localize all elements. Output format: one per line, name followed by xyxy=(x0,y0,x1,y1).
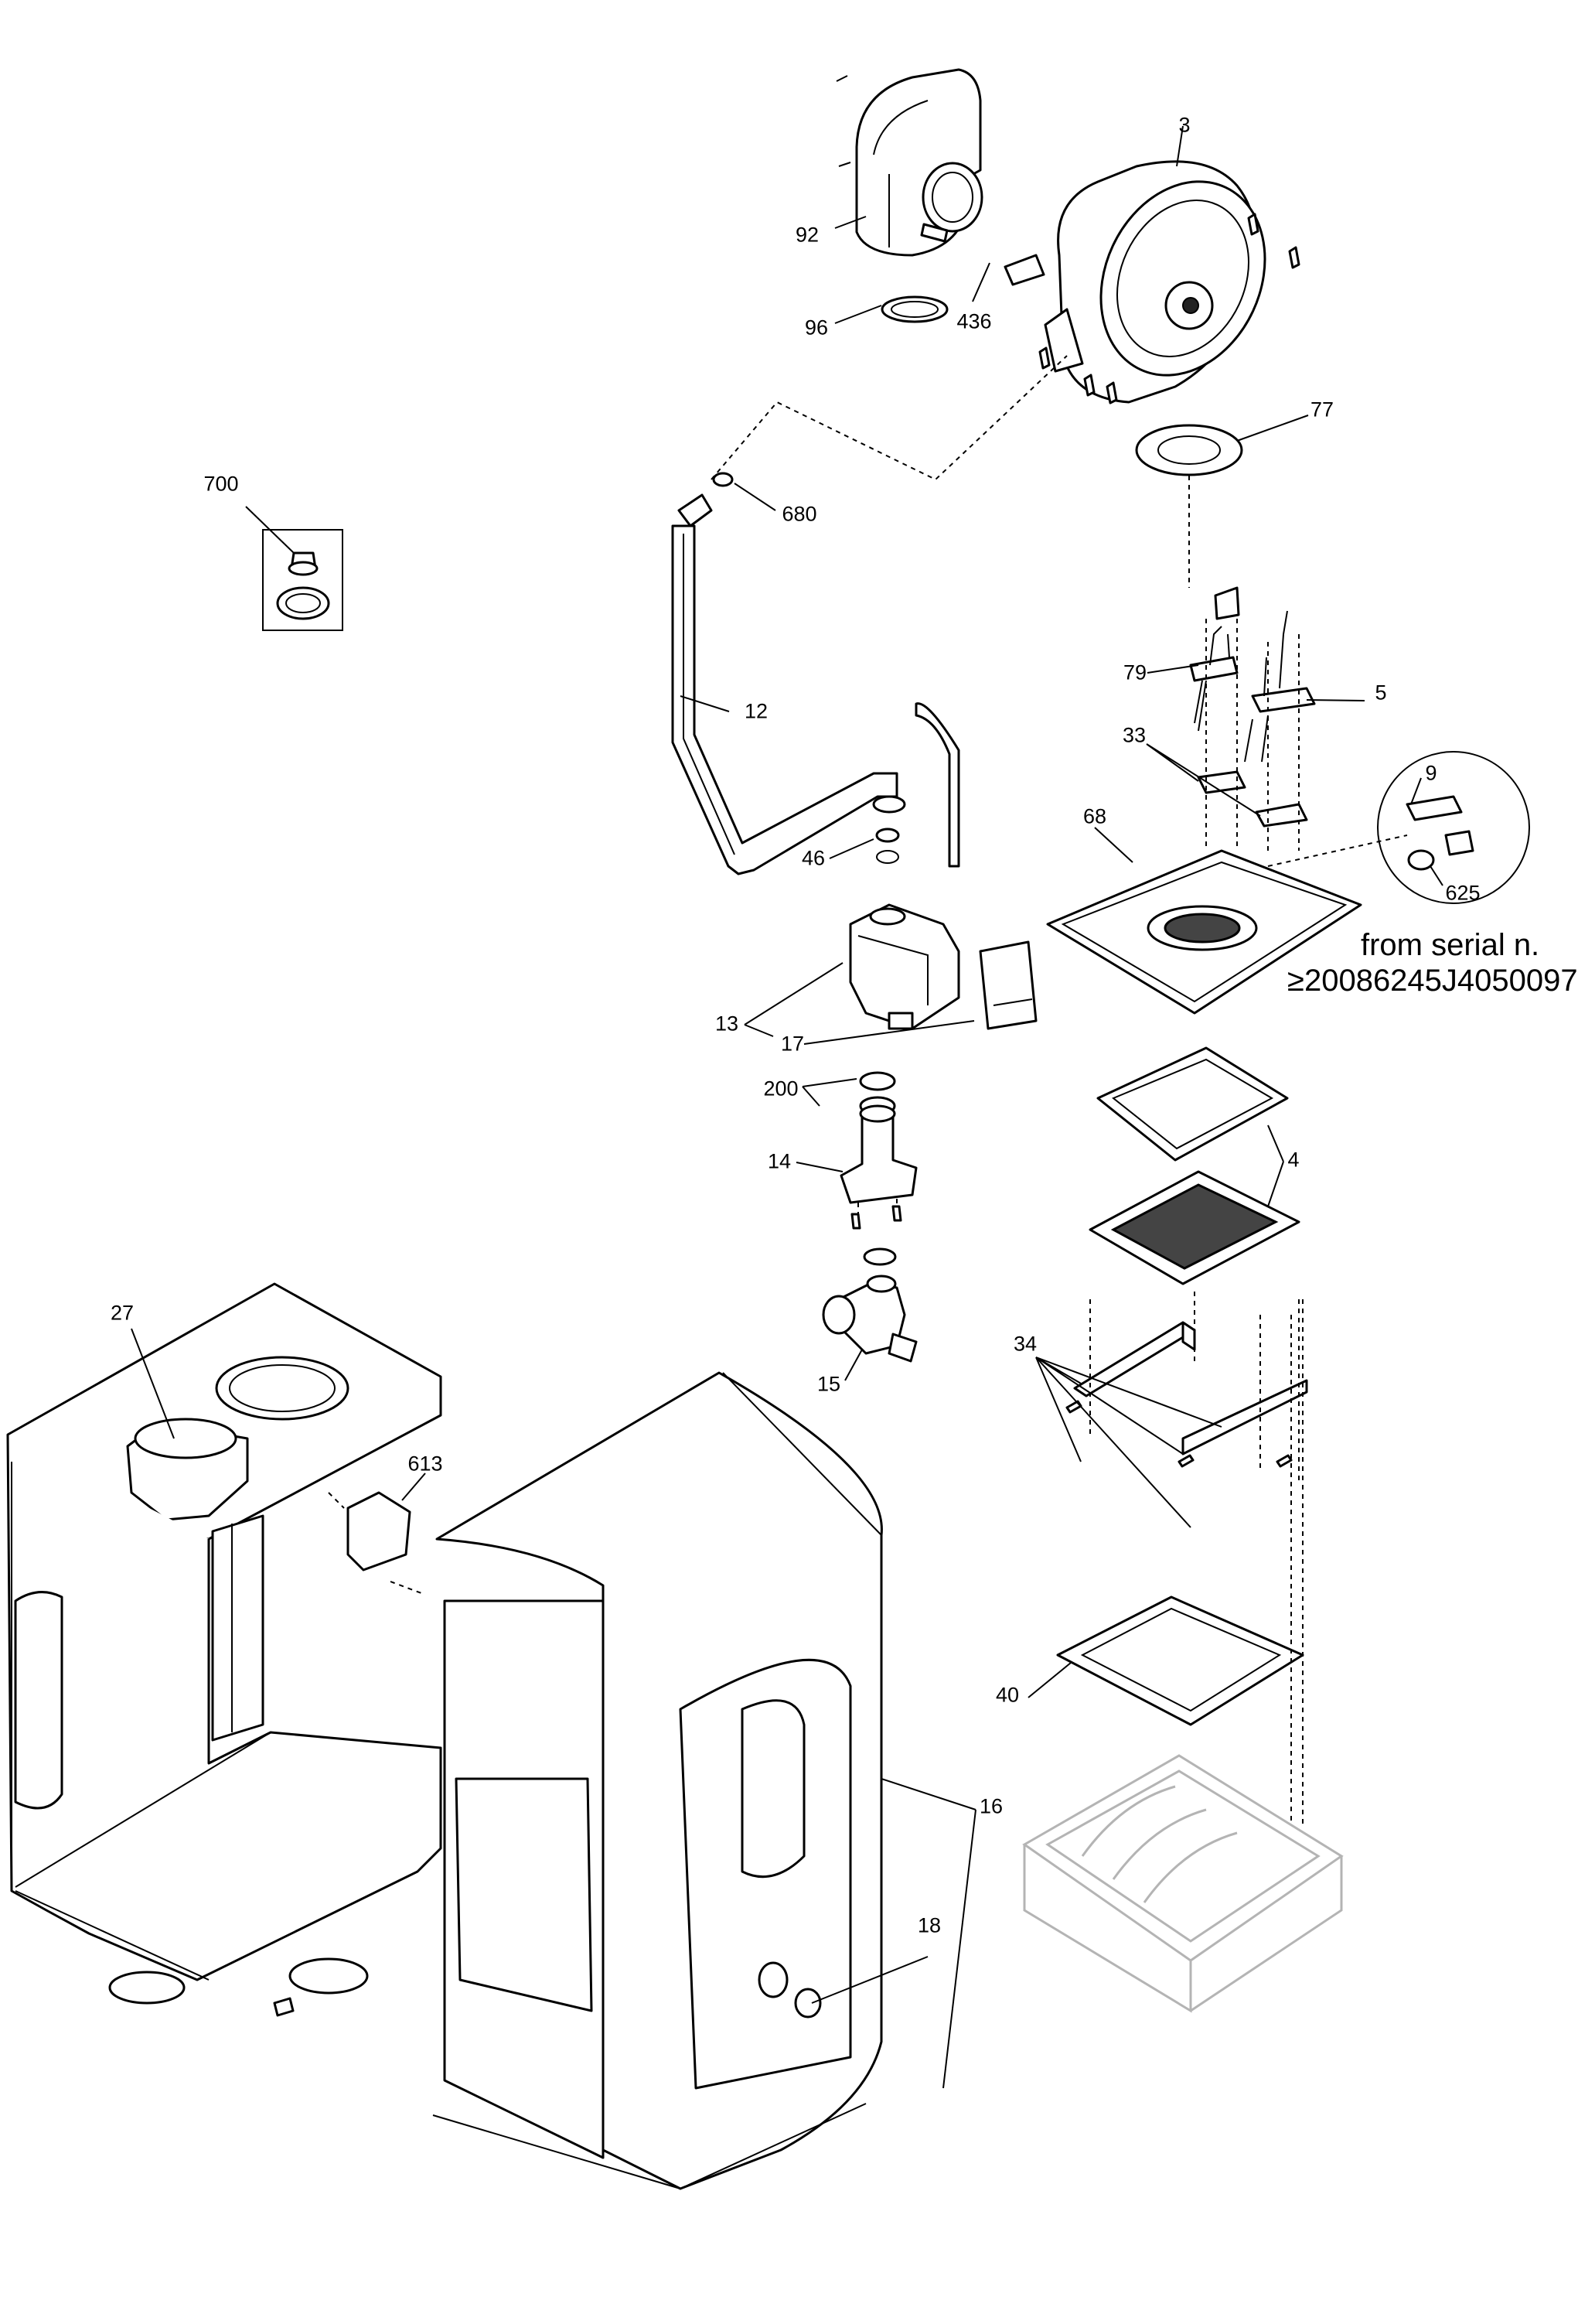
serial-note-line-1: from serial n. xyxy=(1361,928,1540,962)
part-label-3: 3 xyxy=(1178,113,1191,137)
part-label-34: 34 xyxy=(1013,1332,1038,1356)
electrical-switch-box xyxy=(346,1491,411,1572)
fan-blower xyxy=(1004,160,1266,404)
gas-inlet-pipe xyxy=(840,1104,918,1204)
part-label-12: 12 xyxy=(744,699,769,723)
boiler-frame xyxy=(6,1282,442,2017)
part-label-613: 613 xyxy=(407,1452,443,1476)
part-label-680: 680 xyxy=(782,502,817,526)
air-intake-elbow xyxy=(836,68,983,257)
part-label-18: 18 xyxy=(917,1913,942,1937)
leader-lines xyxy=(131,125,1443,2089)
part-label-17: 17 xyxy=(780,1032,805,1056)
washer xyxy=(859,1071,896,1091)
gas-supply-pipe xyxy=(671,472,898,875)
part-label-77: 77 xyxy=(1310,398,1334,421)
part-label-436: 436 xyxy=(956,309,992,333)
part-label-700: 700 xyxy=(203,472,239,496)
part-label-9: 9 xyxy=(1425,761,1437,785)
fan-screws xyxy=(1038,213,1300,404)
pipe-nut xyxy=(872,795,906,814)
electrodes xyxy=(1189,586,1316,763)
part-label-79: 79 xyxy=(1123,660,1147,684)
part-label-4: 4 xyxy=(1287,1148,1300,1172)
part-label-15: 15 xyxy=(816,1372,841,1396)
door-gasket xyxy=(1096,1046,1289,1162)
condensate-hose xyxy=(915,702,960,868)
part-label-625: 625 xyxy=(1445,881,1481,905)
electrode-gasket xyxy=(1197,770,1246,794)
part-label-96: 96 xyxy=(804,316,829,340)
part-label-68: 68 xyxy=(1082,804,1107,828)
combustion-frame xyxy=(1056,1595,1304,1726)
part-label-33: 33 xyxy=(1122,723,1147,747)
heat-exchanger xyxy=(1022,1754,1344,2013)
spare-kit-box xyxy=(262,529,343,631)
gas-cock xyxy=(822,1275,918,1363)
part-label-200: 200 xyxy=(763,1077,799,1101)
front-casing xyxy=(432,1371,883,2190)
part-label-5: 5 xyxy=(1375,681,1387,705)
part-label-16: 16 xyxy=(979,1794,1004,1818)
detail-inset xyxy=(1377,751,1530,904)
part-label-92: 92 xyxy=(795,223,820,247)
electrode-gasket xyxy=(1255,803,1308,828)
valve-coil xyxy=(979,940,1038,1030)
gas-valve xyxy=(849,903,960,1030)
part-label-27: 27 xyxy=(110,1301,135,1325)
part-label-40: 40 xyxy=(995,1683,1020,1707)
serial-note-line-2: ≥20086245J4050097 xyxy=(1287,964,1578,998)
part-label-14: 14 xyxy=(767,1149,792,1173)
fan-gasket xyxy=(1135,424,1243,476)
burner-mesh xyxy=(1089,1170,1300,1285)
part-label-46: 46 xyxy=(801,846,826,870)
burner-door-plate xyxy=(1046,849,1362,1015)
part-label-13: 13 xyxy=(714,1012,739,1036)
mounting-brackets xyxy=(1065,1292,1308,1485)
